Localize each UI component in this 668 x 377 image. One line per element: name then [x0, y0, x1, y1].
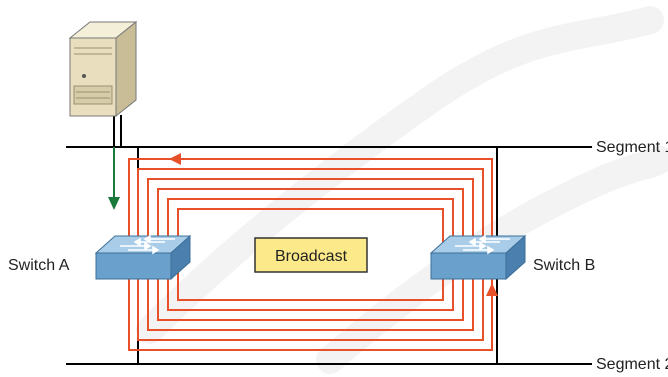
segment-1-label: Segment 1 [596, 139, 668, 156]
switch-a-label: Switch A [8, 257, 70, 274]
switch-b-label: Switch B [533, 257, 595, 274]
switch-b-icon [431, 236, 525, 279]
server-tower-icon [70, 22, 136, 116]
uplink-arrowhead [108, 197, 120, 210]
loop-arrowhead-top [169, 153, 181, 165]
broadcast-label: Broadcast [275, 248, 348, 265]
segment-2-label: Segment 2 [596, 356, 668, 373]
switch-a-icon [96, 236, 190, 279]
